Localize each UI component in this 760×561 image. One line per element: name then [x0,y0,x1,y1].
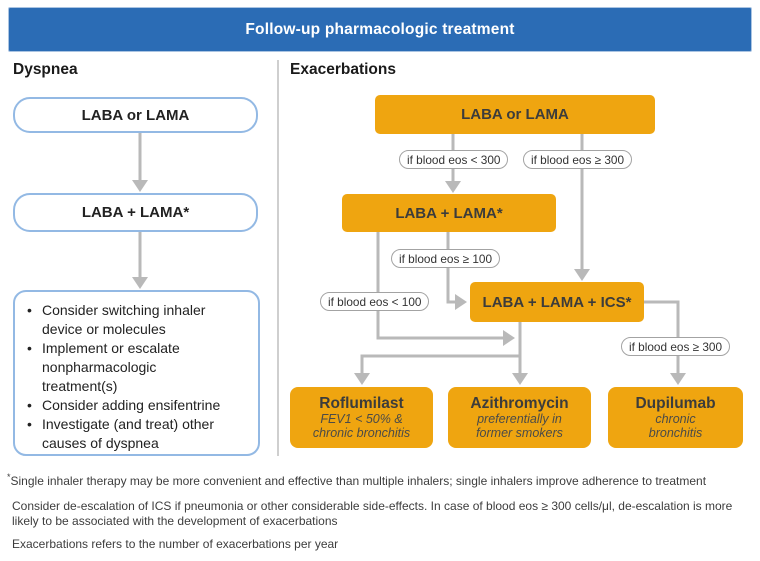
outcome-dupilumab-box: Dupilumab chronic bronchitis [608,387,743,448]
exac-step3-box: LABA + LAMA + ICS* [470,282,644,322]
condition-label: if blood eos < 300 [407,152,501,167]
condition-pill-ge300-right: if blood eos ≥ 300 [621,337,731,356]
arrowhead-down-icon [354,373,370,385]
outcome-detail: FEV1 < 50% & [320,411,403,426]
outcome-detail: former smokers [476,426,563,440]
outcome-title: Azithromycin [470,394,569,412]
exac-step2-box: LABA + LAMA* [342,194,556,232]
condition-label: if blood eos ≥ 300 [531,152,625,167]
outcome-detail: chronic bronchitis [312,426,411,440]
asterisk-marker: * [7,472,11,482]
outcome-detail: chronic [655,411,696,426]
outcome-detail: preferentially in [477,411,562,426]
condition-label: if blood eos < 100 [328,294,422,309]
footnote-text: Exacerbations refers to the number of ex… [12,537,339,551]
condition-label: if blood eos ≥ 100 [399,251,493,266]
dyspnea-heading: Dyspnea [13,61,78,78]
dyspnea-step1-box: LABA or LAMA [13,97,258,133]
arrowhead-down-icon [132,180,148,192]
outcome-title: Dupilumab [635,394,716,412]
arrowhead-right-icon [503,330,515,346]
condition-pill-ge300: if blood eos ≥ 300 [523,150,633,169]
dyspnea-step2-box: LABA + LAMA* [13,193,258,232]
exacerbations-heading: Exacerbations [290,61,396,78]
footnote-text: Consider de-escalation of ICS if pneumon… [12,499,733,528]
dyspnea-actions-box: Consider switching inhaler device or mol… [13,290,260,456]
arrowhead-down-icon [445,181,461,193]
dyspnea-actions-list: Consider switching inhaler device or mol… [27,301,231,453]
condition-label: if blood eos ≥ 300 [629,339,723,354]
footnote-exacerbations-definition: Exacerbations refers to the number of ex… [12,537,748,552]
column-divider [277,60,279,456]
outcome-title: Roflumilast [319,394,404,412]
list-item: Consider switching inhaler device or mol… [27,301,231,339]
outcome-azithromycin-box: Azithromycin preferentially in former sm… [448,387,591,448]
node-label: LABA + LAMA + ICS* [482,293,632,311]
arrowhead-down-icon [670,373,686,385]
outcome-roflumilast-box: Roflumilast FEV1 < 50% & chronic bronchi… [290,387,433,448]
list-item: Implement or escalate nonpharmacologic t… [27,339,231,396]
condition-pill-ge100: if blood eos ≥ 100 [391,249,501,268]
list-item: Investigate (and treat) other causes of … [27,415,231,453]
title-bar: Follow-up pharmacologic treatment [8,7,752,52]
node-label: LABA + LAMA* [81,204,190,221]
outcome-detail: bronchitis [648,426,703,440]
arrowhead-down-icon [512,373,528,385]
node-label: LABA or LAMA [461,106,569,123]
list-item: Consider adding ensifentrine [27,396,231,415]
condition-pill-lt300: if blood eos < 300 [399,150,509,169]
arrowhead-down-icon [132,277,148,289]
exac-step1-box: LABA or LAMA [375,95,655,134]
condition-pill-lt100: if blood eos < 100 [320,292,430,311]
node-label: LABA or LAMA [81,106,190,124]
node-label: LABA + LAMA* [395,204,503,222]
footnote-single-inhaler: *Single inhaler therapy may be more conv… [7,470,755,489]
arrowhead-down-icon [574,269,590,281]
footnote-text: Single inhaler therapy may be more conve… [10,474,707,488]
footnote-ics-deescalation: Consider de-escalation of ICS if pneumon… [12,499,748,529]
arrowhead-right-icon [455,294,467,310]
page-title: Follow-up pharmacologic treatment [245,20,515,38]
